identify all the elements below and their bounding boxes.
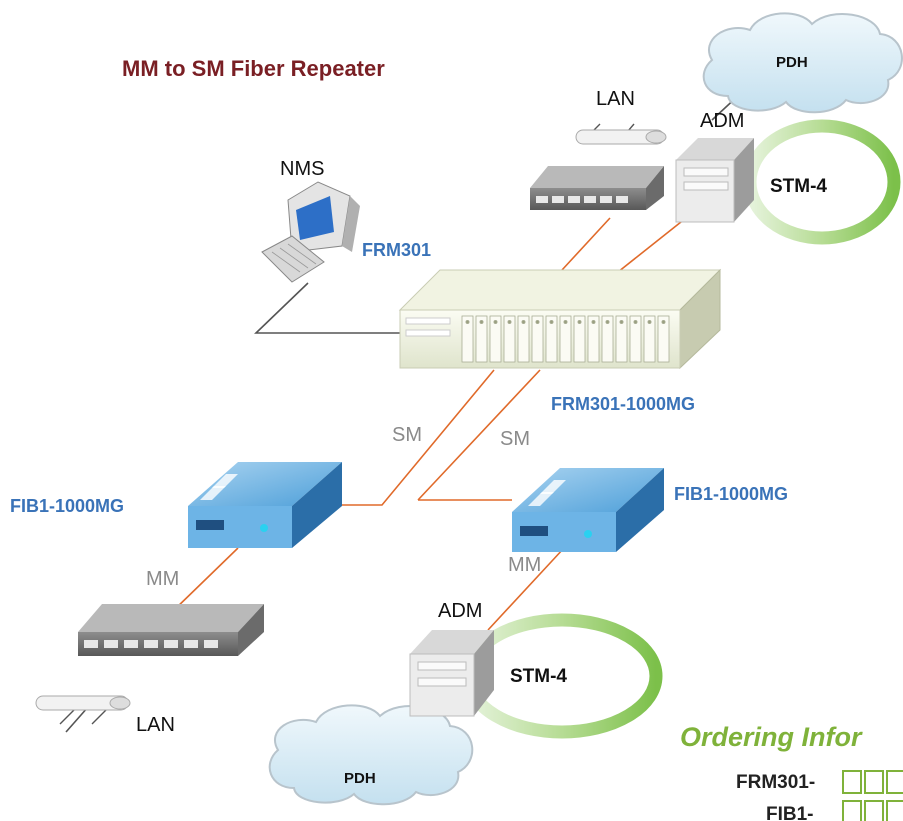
links bbox=[65, 93, 741, 739]
lan-bottom-label: LAN bbox=[136, 714, 175, 736]
mm-left-label: MM bbox=[146, 568, 180, 590]
fiber-link-sm-right bbox=[417, 369, 541, 501]
slot-led bbox=[563, 319, 568, 324]
frm301-label: FRM301 bbox=[362, 240, 432, 260]
lan-segment-top bbox=[575, 123, 667, 145]
chassis-slot bbox=[629, 315, 642, 363]
adm-bottom bbox=[409, 630, 494, 717]
order-box bbox=[886, 800, 903, 821]
slot-led bbox=[605, 319, 610, 324]
adm-bottom-label: ADM bbox=[438, 600, 483, 622]
chassis-slot bbox=[545, 315, 558, 363]
slot-led bbox=[465, 319, 470, 324]
hub-top bbox=[530, 166, 664, 210]
chassis-slot bbox=[643, 315, 656, 363]
slot-led bbox=[521, 319, 526, 324]
slot-led bbox=[619, 319, 624, 324]
order-box bbox=[864, 800, 884, 821]
adm-top-label: ADM bbox=[700, 110, 745, 132]
slot-led bbox=[577, 319, 582, 324]
diagram-title: MM to SM Fiber Repeater bbox=[122, 56, 385, 81]
slot-led bbox=[591, 319, 596, 324]
nms-computer bbox=[261, 181, 360, 283]
slot-led bbox=[647, 319, 652, 324]
fiber-link-sm-left bbox=[342, 369, 495, 506]
stm4-bottom-label: STM-4 bbox=[510, 666, 567, 687]
adm-top bbox=[675, 138, 754, 223]
sm-left-label: SM bbox=[392, 424, 422, 446]
slot-led bbox=[493, 319, 498, 324]
fib1-right-label: FIB1-1000MG bbox=[674, 484, 789, 504]
fiber-link-mm-left bbox=[171, 547, 239, 613]
slot-led bbox=[479, 319, 484, 324]
chassis-slot bbox=[559, 315, 572, 363]
order-box bbox=[842, 800, 862, 821]
nms-link bbox=[254, 282, 400, 334]
pdh-cloud-bottom bbox=[268, 704, 474, 806]
lan-top-label: LAN bbox=[596, 88, 635, 110]
fib1-right-device bbox=[512, 468, 664, 552]
fib1-left-device bbox=[188, 462, 342, 548]
mm-right-label: MM bbox=[508, 554, 542, 576]
nms-label: NMS bbox=[280, 158, 325, 180]
slot-led bbox=[507, 319, 512, 324]
chassis-slot bbox=[657, 315, 670, 363]
fib1-left-label: FIB1-1000MG bbox=[10, 496, 125, 516]
fiber-link-top-lan bbox=[561, 217, 611, 271]
hub-bottom bbox=[78, 604, 264, 656]
order-box bbox=[842, 770, 862, 794]
sm-right-label: SM bbox=[500, 428, 530, 450]
frm301-chassis-label: FRM301-1000MG bbox=[551, 394, 696, 414]
lan-segment-bottom bbox=[35, 695, 131, 725]
slot-led bbox=[549, 319, 554, 324]
order-code-fib1: FIB1- bbox=[766, 804, 814, 821]
chassis-slot bbox=[531, 315, 544, 363]
slot-led bbox=[535, 319, 540, 324]
pdh-bottom-label: PDH bbox=[344, 770, 376, 787]
order-box bbox=[864, 770, 884, 794]
chassis-slot bbox=[573, 315, 586, 363]
fiber-link-top-adm bbox=[617, 217, 687, 273]
chassis-slot bbox=[587, 315, 600, 363]
chassis-slot bbox=[601, 315, 614, 363]
slot-led bbox=[661, 319, 666, 324]
chassis-slot bbox=[461, 315, 474, 363]
order-code-frm301: FRM301- bbox=[736, 772, 816, 793]
chassis-slot bbox=[475, 315, 488, 363]
pdh-cloud-top bbox=[702, 12, 903, 114]
chassis-slot bbox=[489, 315, 502, 363]
slot-led bbox=[633, 319, 638, 324]
chassis-slot bbox=[517, 315, 530, 363]
ordering-heading: Ordering Infor bbox=[680, 722, 862, 752]
stm4-top-label: STM-4 bbox=[770, 176, 827, 197]
pdh-top-label: PDH bbox=[776, 54, 808, 71]
fiber-link-mm-right bbox=[487, 547, 565, 631]
chassis-slot bbox=[615, 315, 628, 363]
frm301-chassis bbox=[398, 268, 722, 370]
order-box bbox=[886, 770, 903, 794]
chassis-slot bbox=[503, 315, 516, 363]
chassis-slots bbox=[461, 315, 670, 363]
